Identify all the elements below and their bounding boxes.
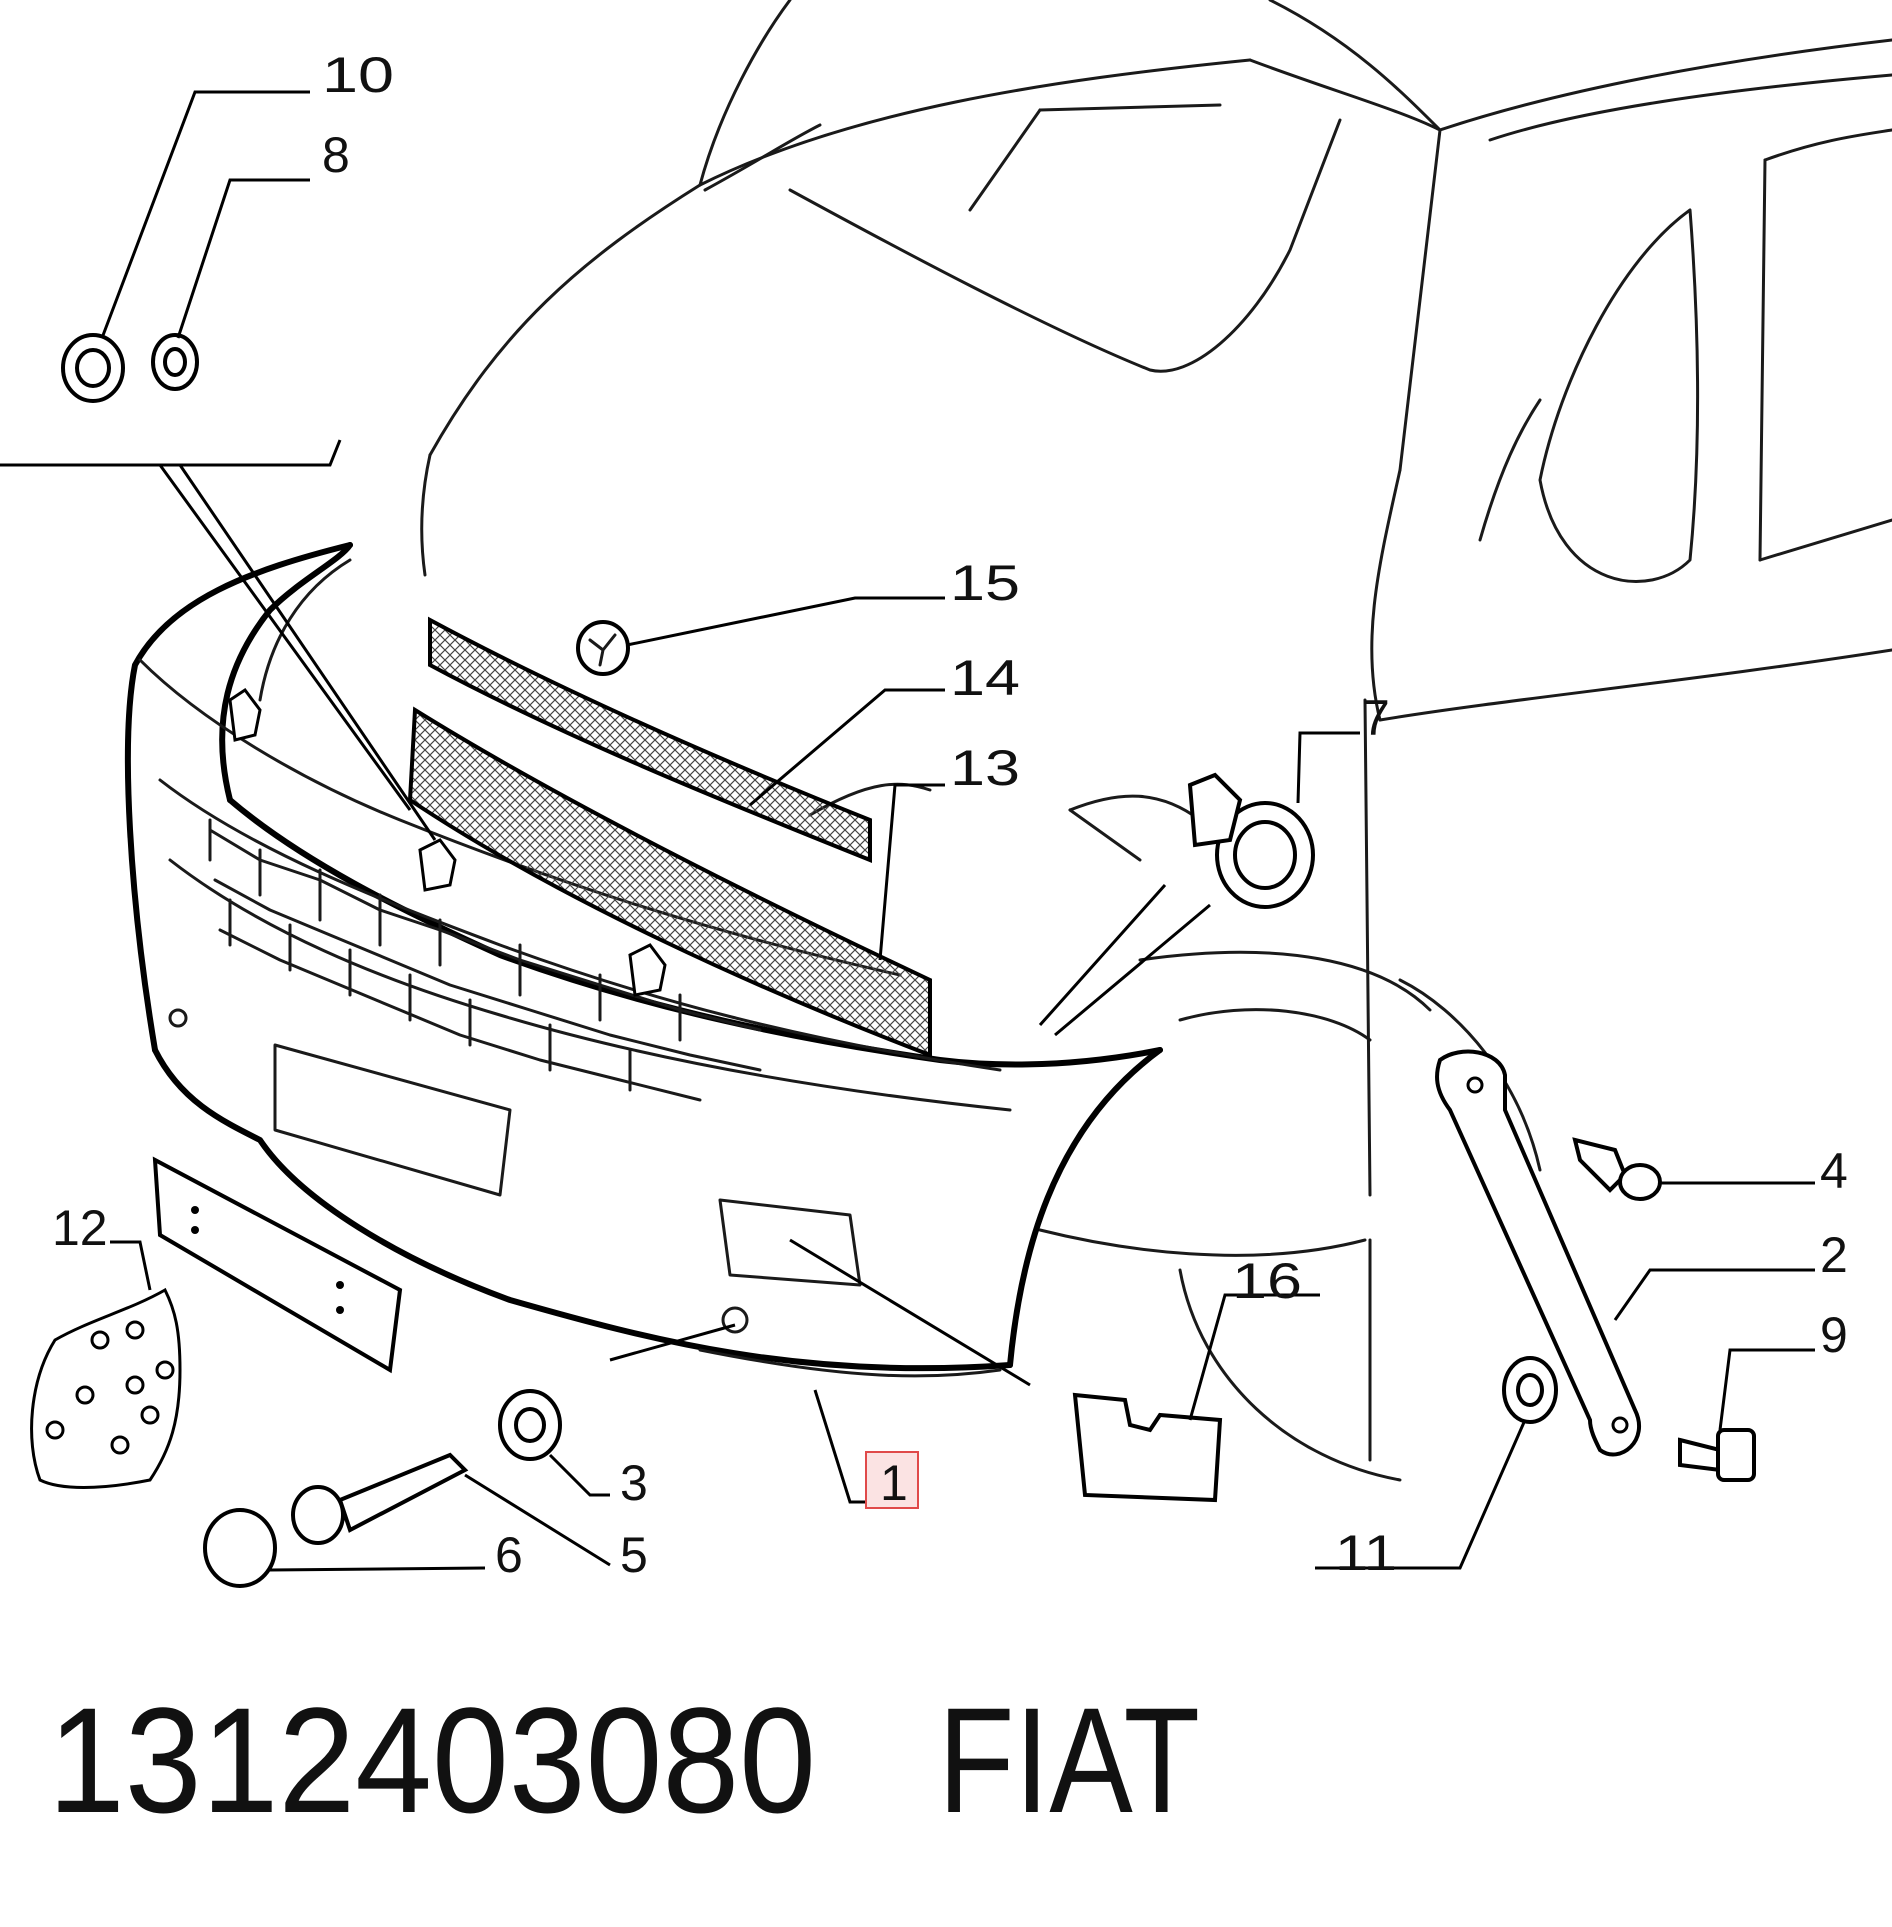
splash-guard-part	[1072, 1392, 1223, 1503]
callout-2: 2	[1820, 1227, 1848, 1283]
flanged-nut-part	[61, 333, 125, 403]
screw-part	[1572, 1137, 1662, 1201]
callout-1: 1	[880, 1455, 908, 1511]
callout-7: 7	[1362, 690, 1390, 746]
callout-5: 5	[620, 1527, 648, 1583]
lower-grille-mesh	[407, 706, 932, 1058]
large-washer-part	[498, 1389, 562, 1461]
callout-10: 10	[322, 47, 394, 103]
callout-11: 11	[1335, 1525, 1397, 1581]
callout-16: 16	[1232, 1253, 1302, 1309]
callout-9: 9	[1820, 1307, 1848, 1363]
callout-4: 4	[1820, 1143, 1848, 1199]
callout-15: 15	[950, 555, 1020, 611]
callout-13: 13	[950, 740, 1020, 796]
license-plate-bracket	[152, 1156, 403, 1374]
car-body-outline	[420, 0, 1892, 1482]
push-in-plug-part	[1187, 772, 1315, 909]
fastener-kit-panel	[30, 1287, 182, 1489]
washer-part	[151, 333, 199, 391]
callout-1-highlight	[865, 1451, 919, 1509]
callout-3: 3	[620, 1455, 648, 1511]
cap-part	[203, 1508, 277, 1588]
star-clip-part	[576, 620, 630, 676]
grille-slats	[208, 818, 762, 1102]
hex-nut-part	[1502, 1356, 1558, 1424]
long-screw-part	[291, 1452, 469, 1545]
part-number: 1312403080	[48, 1676, 816, 1844]
support-strut-part	[1435, 1049, 1642, 1457]
brand-name: FIAT	[938, 1676, 1200, 1844]
leader-lines	[0, 90, 1815, 1572]
callout-6: 6	[495, 1527, 523, 1583]
bumper-clips	[228, 687, 667, 997]
bolt-part	[1678, 1428, 1756, 1482]
callout-12: 12	[52, 1200, 108, 1256]
bracket-holes	[191, 1206, 344, 1314]
callout-8: 8	[322, 127, 350, 183]
upper-grille-mesh	[428, 616, 872, 863]
callout-14: 14	[950, 650, 1020, 706]
